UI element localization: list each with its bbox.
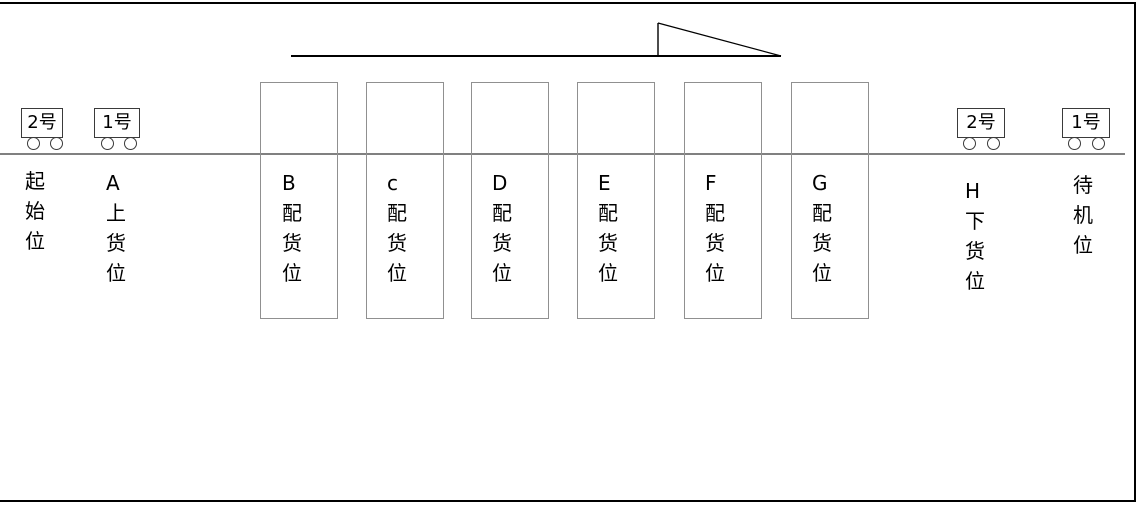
cart-label: 1号 xyxy=(1071,112,1101,133)
cart-wheel-icon xyxy=(50,137,63,150)
station-label-e: E 配 货 位 xyxy=(598,171,618,285)
cart-wheel-icon xyxy=(101,137,114,150)
station-label-standby: 待 机 位 xyxy=(1073,173,1093,257)
station-label-start: 起 始 位 xyxy=(25,169,45,253)
slope-flag-icon xyxy=(657,22,782,57)
slot-box-e xyxy=(577,82,655,319)
cart-wheel-icon xyxy=(1092,137,1105,150)
cart-wheel-icon xyxy=(987,137,1000,150)
cart-wheel-icon xyxy=(963,137,976,150)
station-label-c: c 配 货 位 xyxy=(387,171,407,285)
cart-label: 2号 xyxy=(966,112,996,133)
cart-wheel-icon xyxy=(27,137,40,150)
cart-wheel-icon xyxy=(124,137,137,150)
cart-label: 1号 xyxy=(102,112,132,133)
slot-box-c xyxy=(366,82,444,319)
station-label-h: H 下 货 位 xyxy=(965,179,985,293)
station-label-b: B 配 货 位 xyxy=(282,171,302,285)
station-label-f: F 配 货 位 xyxy=(705,171,725,285)
cart-left-1: 1号 xyxy=(94,108,140,150)
cart-left-2: 2号 xyxy=(21,108,63,150)
cart-right-1: 1号 xyxy=(1062,108,1110,150)
cart-wheel-icon xyxy=(1068,137,1081,150)
station-label-d: D 配 货 位 xyxy=(492,171,512,285)
slot-box-f xyxy=(684,82,762,319)
cart-right-2: 2号 xyxy=(957,108,1005,150)
slot-box-b xyxy=(260,82,338,319)
figure-frame xyxy=(0,2,1136,502)
rail-track-line xyxy=(0,153,1125,155)
slot-box-d xyxy=(471,82,549,319)
cart-label: 2号 xyxy=(27,112,57,133)
slot-box-g xyxy=(791,82,869,319)
upper-branch-line xyxy=(291,55,781,57)
station-label-a: A 上 货 位 xyxy=(106,171,126,285)
station-label-g: G 配 货 位 xyxy=(812,171,832,285)
